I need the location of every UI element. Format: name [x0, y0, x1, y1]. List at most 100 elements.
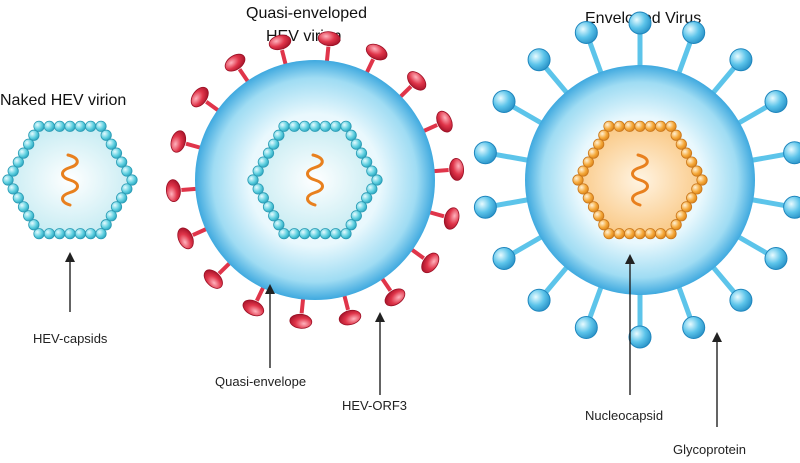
nucleocapsid-arrowhead [625, 254, 635, 264]
naked-capsid-bead [28, 219, 40, 231]
glycoprotein [783, 141, 800, 165]
nucleo-capsid-bead [593, 138, 605, 150]
nucleo-capsid-bead [624, 120, 636, 132]
quasi-envelope-label: Quasi-envelope [215, 374, 306, 389]
nucleo-capsid-bead [613, 228, 625, 240]
orf3-arrowhead [375, 312, 385, 322]
orf3-protein [170, 130, 187, 153]
glycoprotein [473, 141, 497, 165]
orf3-protein [177, 227, 194, 250]
glycoprotein [628, 11, 652, 35]
naked-capsid-bead [110, 147, 123, 159]
nucleo-capsid-bead [696, 174, 708, 186]
orf3-protein [443, 207, 460, 230]
quasi-capsid-bead [273, 219, 285, 231]
orf3-protein [365, 43, 388, 61]
nucleo-capsid-bead [655, 228, 667, 240]
orf3-protein [165, 179, 181, 202]
naked-capsid-bead [12, 192, 24, 204]
naked-capsid-bead [7, 165, 19, 177]
nucleocapsid-label: Nucleocapsid [585, 408, 663, 423]
capsid-arrowhead [65, 252, 75, 262]
orf3-stalk [342, 293, 350, 311]
quasi-capsid-bead [345, 219, 357, 231]
quasi-capsid-bead [340, 228, 352, 240]
quasi-capsid-bead [366, 183, 378, 195]
glycoprotein-stalk [676, 41, 693, 75]
nucleo-capsid-bead [686, 192, 698, 204]
orf3-protein [203, 269, 223, 289]
quasi-capsid-bead [268, 210, 280, 222]
orf3-stalk [299, 297, 306, 314]
quasi-capsid-bead [350, 138, 362, 150]
glycoprotein [574, 20, 598, 44]
glycoprotein [729, 288, 753, 312]
glycoprotein-stalk [511, 104, 544, 126]
glycoprotein-stalk [710, 65, 737, 96]
quasi-capsid-bead [330, 120, 342, 132]
naked-rna [61, 153, 79, 207]
glycoprotein-stalk [494, 197, 530, 208]
orf3-protein [338, 309, 362, 326]
glycoprotein [682, 316, 706, 340]
naked-capsid-bead [74, 120, 86, 132]
orf3-protein [224, 53, 246, 72]
orf3-stalk [237, 68, 251, 84]
nucleo-capsid-bead [598, 129, 610, 141]
quasi-capsid-bead [350, 210, 362, 222]
nucleo-capsid-bead [680, 201, 693, 213]
orf3-stalk [205, 100, 221, 113]
nucleo-capsid-bead [593, 210, 605, 222]
naked-capsid-bead [64, 120, 76, 132]
nucleo-capsid-bead [634, 120, 646, 132]
glycoprotein-stalk [587, 41, 604, 75]
quasi-envelope-arrowhead [265, 284, 275, 294]
glycoprotein [682, 20, 706, 44]
naked-capsid-bead [54, 120, 66, 132]
glycoprotein-arrowhead [712, 332, 722, 342]
nucleo-capsid-bead [572, 174, 584, 186]
glycoprotein-stalk [710, 264, 737, 295]
naked-capsid-bead [126, 174, 138, 186]
glycoprotein [764, 90, 788, 113]
orf3-stalk [192, 226, 209, 237]
nucleo-capsid-bead [675, 210, 687, 222]
orf3-protein [317, 31, 341, 47]
orf3-protein [384, 288, 406, 307]
naked-capsid-bead [43, 120, 55, 132]
quasi-capsid-bead [340, 120, 352, 132]
orf3-stalk [379, 276, 393, 292]
glycoprotein [527, 48, 551, 72]
glycoprotein [783, 195, 800, 219]
glycoprotein-stalk [543, 65, 570, 96]
orf3-stalk [428, 210, 445, 219]
nucleo-capsid-bead [603, 228, 615, 240]
quasi-capsid-bead [345, 129, 357, 141]
nucleo-capsid-bead [582, 156, 594, 168]
nucleo-capsid-bead [691, 165, 703, 177]
quasi-capsid-bead [278, 228, 290, 240]
nucleo-capsid-bead [603, 120, 615, 132]
naked-capsid-bead [121, 165, 133, 177]
naked-capsid-bead [17, 201, 30, 213]
naked-capsid-bead [110, 201, 123, 213]
nucleo-capsid-bead [634, 228, 646, 240]
orf3-protein [190, 86, 209, 108]
nucleo-capsid-bead [680, 147, 693, 159]
glycoprotein-stalk [736, 104, 769, 126]
quasi-capsid-bead [288, 228, 300, 240]
orf3-protein [407, 71, 427, 91]
quasi-capsid-bead [355, 147, 368, 159]
nucleo-capsid-bead [577, 183, 589, 195]
naked-capsid-bead [100, 219, 112, 231]
glycoprotein-stalk [587, 285, 604, 319]
quasi-capsid-bead [355, 201, 368, 213]
quasi-capsid-bead [257, 156, 269, 168]
naked-capsid-bead [116, 192, 128, 204]
nucleo-rna [631, 153, 649, 207]
naked-capsid-bead [121, 183, 133, 195]
quasi-capsid-bead [262, 147, 275, 159]
quasi-capsid-bead [273, 129, 285, 141]
quasi-capsid-bead [319, 120, 331, 132]
